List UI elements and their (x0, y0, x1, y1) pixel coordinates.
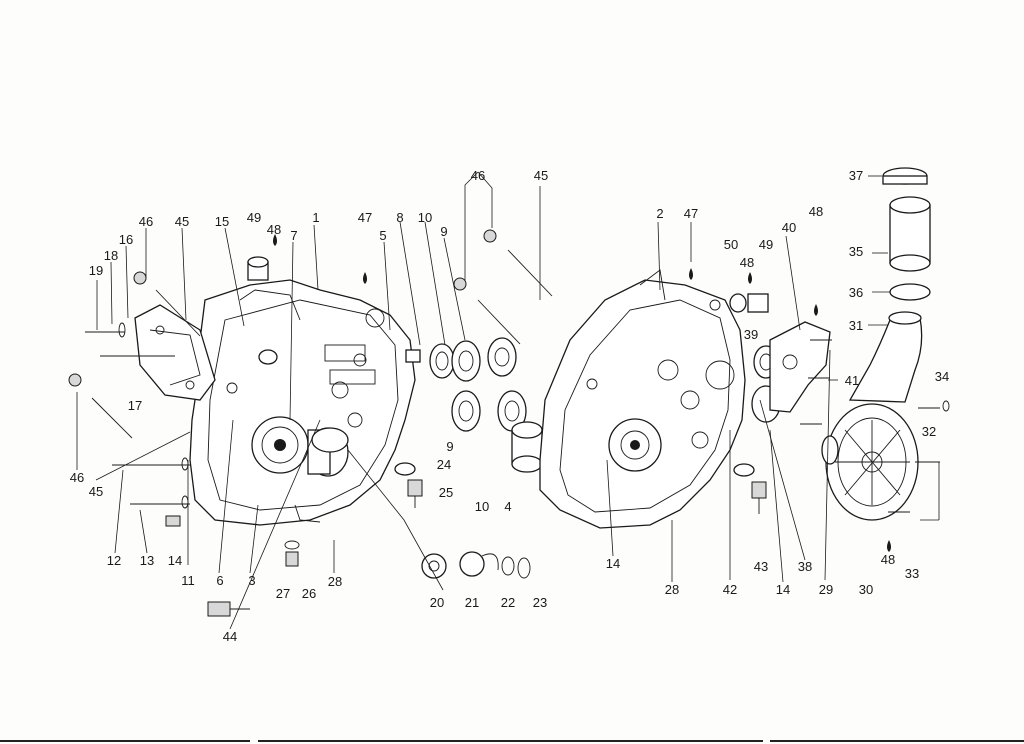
callout-35: 35 (849, 244, 863, 259)
callout-50: 50 (724, 237, 738, 252)
callout-47a: 47 (358, 210, 372, 225)
callout-26: 26 (302, 586, 316, 601)
callout-46c: 46 (471, 168, 485, 183)
callout-14b: 14 (606, 556, 620, 571)
callout-46a: 46 (139, 214, 153, 229)
callout-20: 20 (430, 595, 444, 610)
callout-3: 3 (248, 573, 255, 588)
callout-46b: 46 (70, 470, 84, 485)
callout-28b: 28 (665, 582, 679, 597)
callout-30: 30 (859, 582, 873, 597)
bottom-rule-seg-2 (258, 740, 763, 742)
callout-10a: 10 (418, 210, 432, 225)
callout-49a: 49 (247, 210, 261, 225)
callout-44: 44 (223, 629, 237, 644)
callout-33: 33 (905, 566, 919, 581)
callout-21: 21 (465, 595, 479, 610)
callout-16: 16 (119, 232, 133, 247)
callout-45b: 45 (89, 484, 103, 499)
callout-27: 27 (276, 586, 290, 601)
callout-39: 39 (744, 327, 758, 342)
callout-48a: 48 (267, 222, 281, 237)
bottom-rule-seg-1 (0, 740, 250, 742)
center-bearings (405, 337, 527, 432)
callout-49b: 49 (759, 237, 773, 252)
callout-18: 18 (104, 248, 118, 263)
callout-31: 31 (849, 318, 863, 333)
callout-48b: 48 (740, 255, 754, 270)
callout-labels: 1 2 3 4 5 6 7 8 9 9 10 10 11 12 13 14 14… (70, 168, 949, 644)
callout-47b: 47 (684, 206, 698, 221)
dowel-sleeve (511, 421, 543, 473)
callout-2: 2 (656, 206, 663, 221)
callout-40: 40 (782, 220, 796, 235)
leader-lines (76, 171, 940, 630)
callout-28a: 28 (328, 574, 342, 589)
callout-11: 11 (181, 573, 195, 588)
callout-29: 29 (819, 582, 833, 597)
callout-15: 15 (215, 214, 229, 229)
callout-6: 6 (216, 573, 223, 588)
right-small-parts (729, 293, 832, 514)
callout-24: 24 (437, 457, 451, 472)
callout-42: 42 (723, 582, 737, 597)
center-studs (453, 229, 553, 345)
callout-43: 43 (754, 559, 768, 574)
callout-14c: 14 (776, 582, 790, 597)
callout-5: 5 (379, 228, 386, 243)
left-crankcase-half (189, 279, 416, 526)
callout-38: 38 (798, 559, 812, 574)
left-studs (68, 271, 201, 527)
callout-45c: 45 (534, 168, 548, 183)
callout-23: 23 (533, 595, 547, 610)
callout-32: 32 (922, 424, 936, 439)
callout-1: 1 (312, 210, 319, 225)
side-bracket (134, 304, 216, 401)
callout-9b: 9 (446, 439, 453, 454)
callout-25: 25 (439, 485, 453, 500)
callout-45a: 45 (175, 214, 189, 229)
callout-14a: 14 (168, 553, 182, 568)
bottom-border (0, 736, 1024, 744)
right-crankcase-half (539, 269, 746, 529)
callout-10b: 10 (475, 499, 489, 514)
callout-36: 36 (849, 285, 863, 300)
callout-12: 12 (107, 553, 121, 568)
callout-48d: 48 (881, 552, 895, 567)
callout-17: 17 (128, 398, 142, 413)
callout-19: 19 (89, 263, 103, 278)
outer-cover (821, 400, 950, 521)
callout-4: 4 (504, 499, 511, 514)
callout-41: 41 (845, 373, 859, 388)
lower-gear-parts (421, 551, 531, 579)
callout-8: 8 (396, 210, 403, 225)
callout-34: 34 (935, 369, 949, 384)
main-bearing-sleeve (307, 427, 349, 477)
left-small-parts (207, 256, 423, 617)
intake-assembly (848, 167, 931, 403)
callout-7: 7 (290, 228, 297, 243)
callout-22: 22 (501, 595, 515, 610)
callout-13: 13 (140, 553, 154, 568)
callout-48c: 48 (809, 204, 823, 219)
callout-9a: 9 (440, 224, 447, 239)
oil-drop-icons (273, 234, 891, 552)
bottom-rule-seg-3 (770, 740, 1024, 742)
callout-37: 37 (849, 168, 863, 183)
